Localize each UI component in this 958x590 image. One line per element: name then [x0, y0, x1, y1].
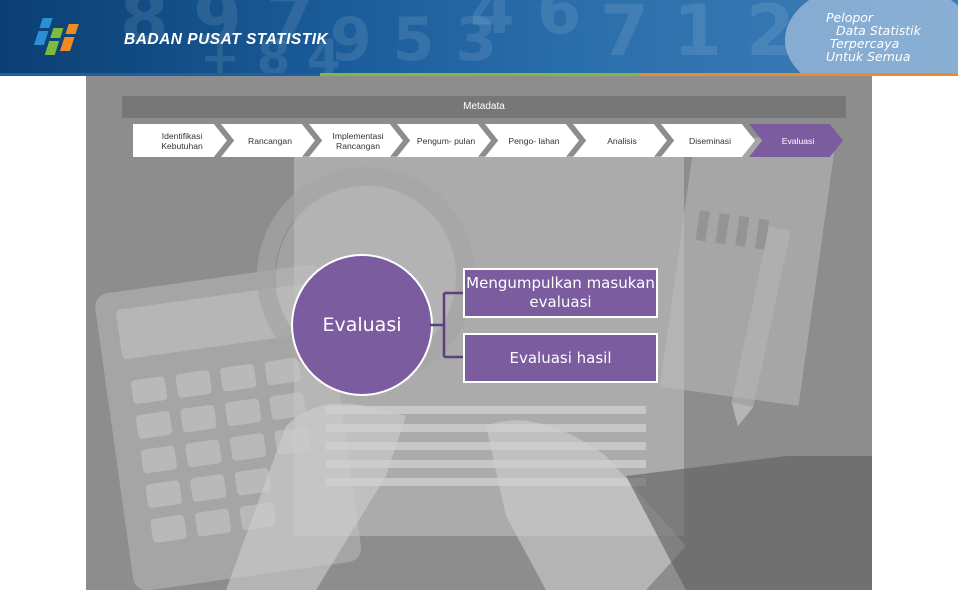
header-banner: 8 9 7 9 5 3 4 6 7 1 2 + 8 4 BADAN PUSAT … — [0, 0, 958, 76]
step-label: Evaluasi — [766, 136, 826, 146]
step-label: Pengo- lahan — [492, 136, 571, 146]
step-label: Diseminasi — [673, 136, 743, 146]
step-diseminasi[interactable]: Diseminasi — [661, 124, 755, 157]
step-identifikasi-kebutuhan[interactable]: Identifikasi Kebutuhan — [133, 124, 227, 157]
metadata-bar: Metadata — [122, 96, 846, 118]
tagline-line: Untuk Semua — [826, 50, 921, 63]
evaluasi-item-box: Evaluasi hasil — [463, 333, 658, 383]
step-implementasi-rancangan[interactable]: Implementasi Rancangan — [309, 124, 403, 157]
bps-logo-icon — [26, 14, 96, 62]
step-rancangan[interactable]: Rancangan — [221, 124, 315, 157]
evaluasi-item-box: Mengumpulkan masukan evaluasi — [463, 268, 658, 318]
step-pengolahan[interactable]: Pengo- lahan — [485, 124, 579, 157]
process-chevron-bar: Identifikasi Kebutuhan Rancangan Impleme… — [133, 124, 845, 157]
step-analisis[interactable]: Analisis — [573, 124, 667, 157]
step-label: Analisis — [591, 136, 649, 146]
tagline: Pelopor Data Statistik Terpercaya Untuk … — [826, 11, 921, 63]
brand-name: BADAN PUSAT STATISTIK — [124, 31, 328, 49]
step-label: Identifikasi Kebutuhan — [133, 131, 227, 151]
step-label: Pengum- pulan — [401, 136, 487, 146]
step-pengumpulan[interactable]: Pengum- pulan — [397, 124, 491, 157]
step-evaluasi[interactable]: Evaluasi — [749, 124, 843, 157]
step-label: Rancangan — [232, 136, 304, 146]
evaluasi-circle: Evaluasi — [291, 254, 433, 396]
step-label: Implementasi Rancangan — [309, 131, 403, 151]
